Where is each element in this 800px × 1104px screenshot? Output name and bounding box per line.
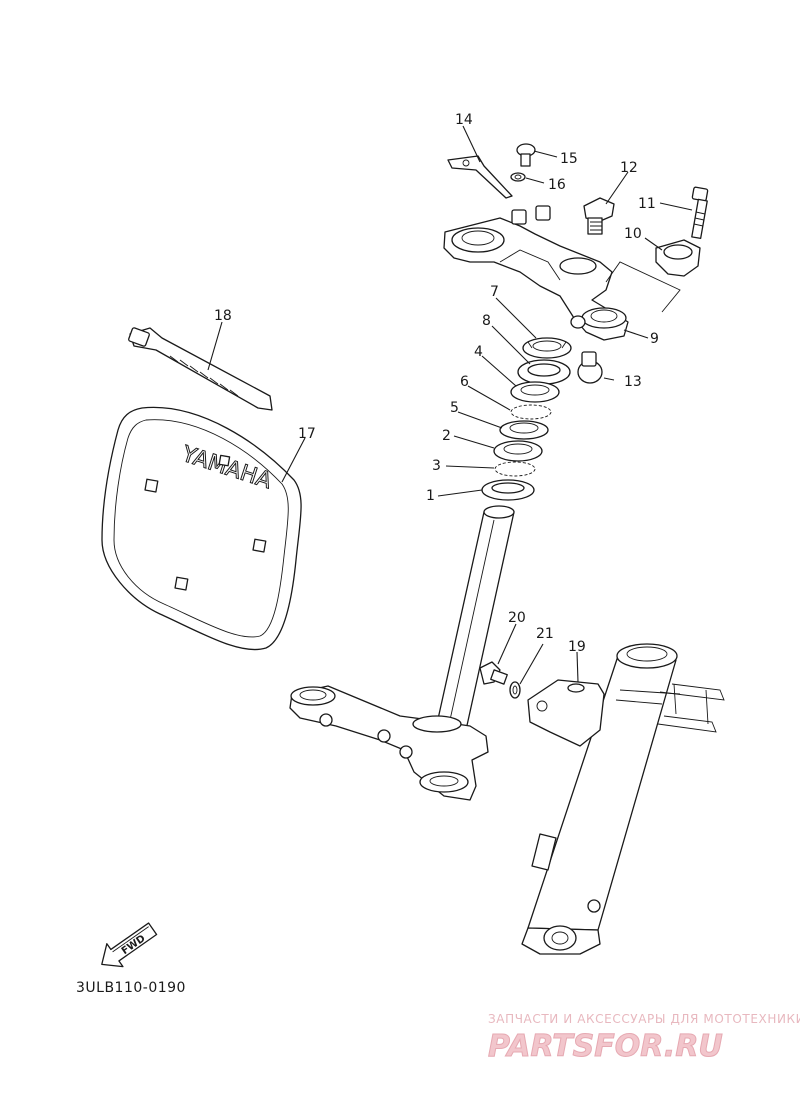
part-label-18: 18 bbox=[214, 308, 232, 324]
part-label-11: 11 bbox=[638, 196, 656, 212]
watermark-tagline: ЗАПЧАСТИ И АКСЕССУАРЫ ДЛЯ МОТОТЕХНИКИ bbox=[488, 1012, 800, 1026]
part-label-1: 1 bbox=[426, 488, 435, 504]
washer-16 bbox=[510, 172, 526, 182]
upper-bracket bbox=[443, 205, 629, 341]
part-label-13: 13 bbox=[624, 374, 642, 390]
ring-nut-7 bbox=[522, 337, 572, 359]
part-label-6: 6 bbox=[460, 374, 469, 390]
cap-bolt-12 bbox=[583, 197, 615, 235]
part-label-19: 19 bbox=[568, 639, 586, 655]
nut-13 bbox=[577, 351, 603, 384]
bolt-20 bbox=[479, 661, 508, 685]
bearing-race-5 bbox=[499, 420, 549, 440]
leader-lines bbox=[207, 125, 693, 685]
watermark: ЗАПЧАСТИ И АКСЕССУАРЫ ДЛЯ МОТОТЕХНИКИ PA… bbox=[488, 1012, 800, 1065]
part-label-2: 2 bbox=[442, 428, 451, 444]
screw-15 bbox=[516, 143, 536, 167]
number-plate-17: YAMAHA bbox=[101, 406, 302, 651]
part-label-17: 17 bbox=[298, 426, 316, 442]
steering-stem bbox=[435, 505, 515, 731]
bolt-11 bbox=[691, 186, 709, 240]
part-label-21: 21 bbox=[536, 626, 554, 642]
dust-seal-1 bbox=[481, 479, 535, 501]
drawing-code: 3ULB110-0190 bbox=[76, 980, 186, 996]
bracket-outline bbox=[605, 261, 681, 313]
handlebar-holder bbox=[655, 239, 701, 277]
cable-tie-18 bbox=[128, 327, 273, 411]
lower-bracket bbox=[289, 685, 489, 801]
front-fork bbox=[521, 643, 681, 955]
part-label-12: 12 bbox=[620, 160, 638, 176]
part-label-3: 3 bbox=[432, 458, 441, 474]
plate-14 bbox=[447, 155, 513, 199]
washer-21 bbox=[509, 681, 521, 699]
ball-bearing-6 bbox=[510, 404, 552, 420]
part-label-5: 5 bbox=[450, 400, 459, 416]
part-label-7: 7 bbox=[490, 284, 499, 300]
part-label-10: 10 bbox=[624, 226, 642, 242]
part-label-4: 4 bbox=[474, 344, 483, 360]
fork-cable-guide bbox=[657, 683, 725, 733]
washer-8 bbox=[517, 359, 571, 385]
part-label-8: 8 bbox=[482, 313, 491, 329]
part-label-20: 20 bbox=[508, 610, 526, 626]
bracket-19 bbox=[527, 679, 605, 747]
bearing-race-2 bbox=[493, 440, 543, 462]
ball-bearing-3 bbox=[494, 461, 536, 477]
watermark-brand: PARTSFOR.RU bbox=[488, 1029, 723, 1064]
bearing-race-4 bbox=[510, 381, 560, 403]
part-label-16: 16 bbox=[548, 177, 566, 193]
part-label-14: 14 bbox=[455, 112, 473, 128]
part-labels: 14 15 16 12 11 10 9 7 8 4 6 5 2 3 1 13 1… bbox=[214, 112, 659, 655]
forward-direction-arrow: FWD bbox=[101, 922, 158, 968]
part-label-9: 9 bbox=[650, 331, 659, 347]
part-label-15: 15 bbox=[560, 151, 578, 167]
